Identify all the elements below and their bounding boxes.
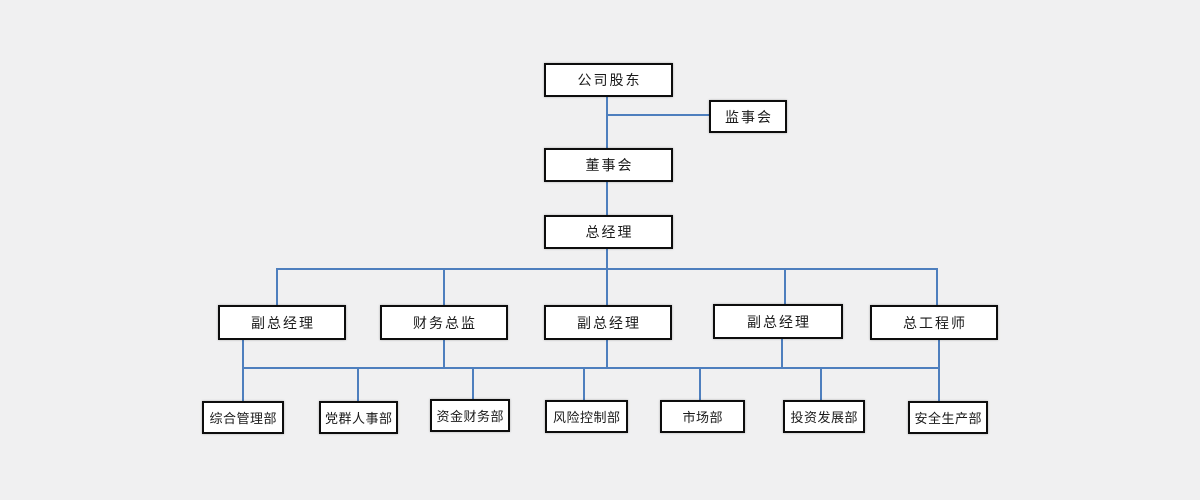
connector-deputy-gm-2-to-dept-bus xyxy=(606,340,608,368)
connector-department-bus xyxy=(242,367,939,369)
connector-drop-deputy-gm-2 xyxy=(606,268,608,305)
node-deputy-gm-1: 副总经理 xyxy=(218,305,346,340)
connector-drop-chief-engineer xyxy=(936,268,938,305)
connector-riser-funds-finance xyxy=(472,367,474,402)
connector-shareholders-to-supervisory xyxy=(606,114,709,116)
connector-deputy-gm-3-to-dept-bus xyxy=(781,339,783,368)
node-dept-safety-production: 安全生产部 xyxy=(908,401,988,434)
connector-riser-party-personnel xyxy=(357,367,359,402)
connector-drop-deputy-gm-1 xyxy=(276,268,278,305)
connector-drop-finance-director xyxy=(443,268,445,305)
connector-drop-deputy-gm-3 xyxy=(784,268,786,304)
node-deputy-gm-3: 副总经理 xyxy=(713,304,843,339)
connector-gm-stem xyxy=(606,249,608,269)
node-finance-director: 财务总监 xyxy=(380,305,508,340)
node-shareholders: 公司股东 xyxy=(544,63,673,97)
node-dept-party-personnel: 党群人事部 xyxy=(319,401,398,434)
connector-board-to-gm xyxy=(606,182,608,215)
node-supervisory-board: 监事会 xyxy=(709,100,787,133)
node-dept-general-admin: 综合管理部 xyxy=(202,401,284,434)
connector-chief-engineer-to-dept-bus xyxy=(938,340,940,402)
node-deputy-gm-2: 副总经理 xyxy=(544,305,672,340)
connector-deputy-gm-1-to-dept-bus xyxy=(242,340,244,402)
node-dept-marketing: 市场部 xyxy=(660,400,745,433)
node-chief-engineer: 总工程师 xyxy=(870,305,998,340)
connector-riser-marketing xyxy=(699,367,701,402)
connector-riser-investment-dev xyxy=(820,367,822,402)
node-dept-investment-dev: 投资发展部 xyxy=(783,400,865,433)
node-dept-funds-finance: 资金财务部 xyxy=(430,399,510,432)
node-dept-risk-control: 风险控制部 xyxy=(545,400,628,433)
connector-finance-director-to-dept-bus xyxy=(443,340,445,368)
node-board-of-directors: 董事会 xyxy=(544,148,673,182)
connector-riser-risk-control xyxy=(583,367,585,402)
connector-shareholders-to-board xyxy=(606,97,608,148)
node-general-manager: 总经理 xyxy=(544,215,673,249)
